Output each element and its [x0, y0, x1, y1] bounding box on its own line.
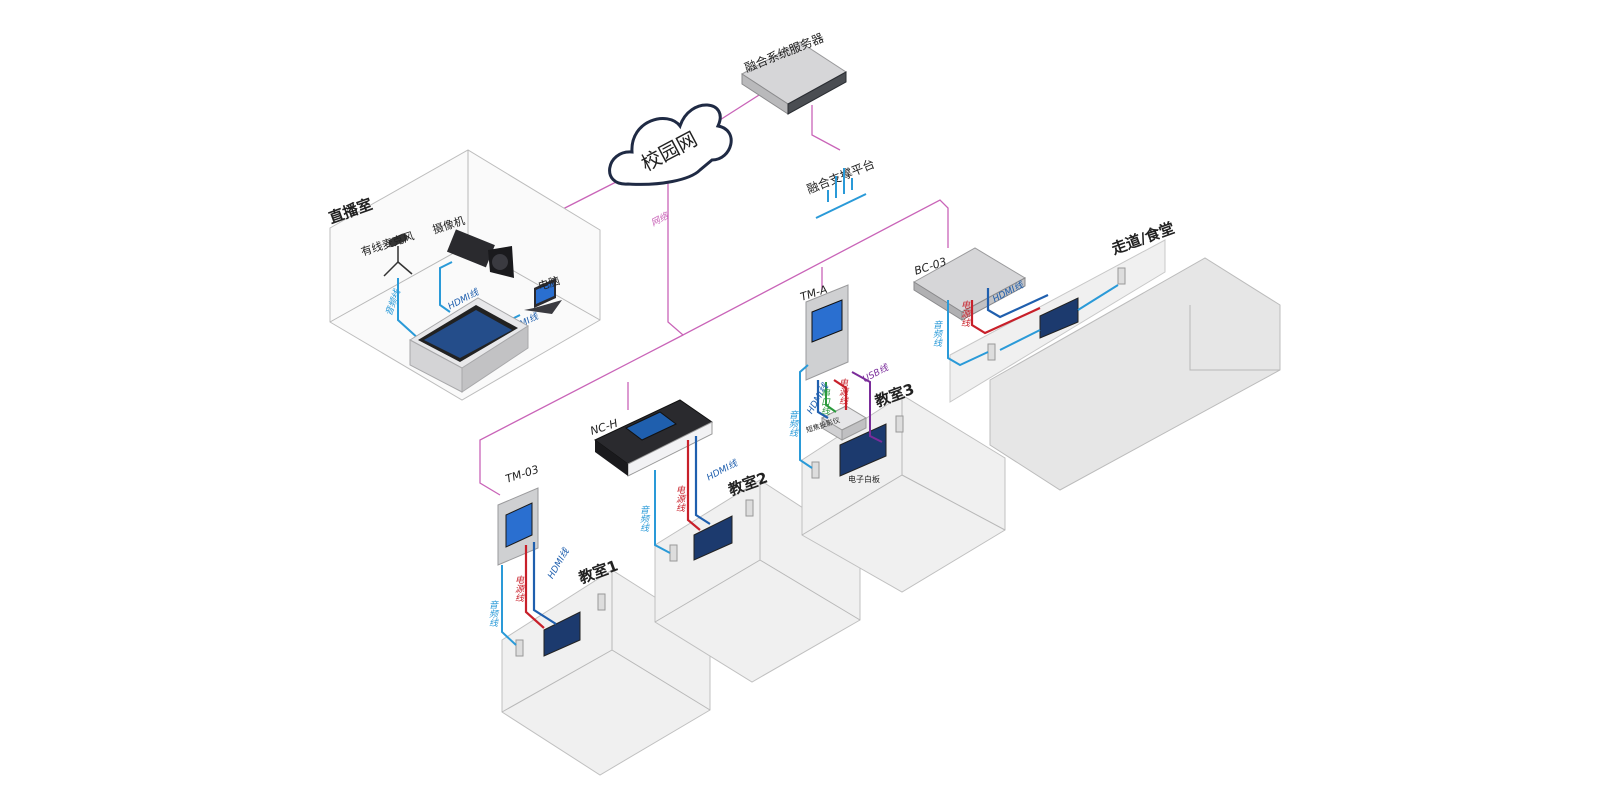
power-cable-label: 电源线	[513, 575, 524, 602]
power-cable	[524, 545, 545, 629]
platform-label: 融合支撑平台	[804, 156, 876, 197]
audio-cable	[947, 300, 989, 367]
power-cable-label: 电源线	[674, 485, 685, 512]
link-cloud-studio	[554, 179, 621, 214]
fusion-server: 融合系统服务器	[741, 30, 847, 115]
serial-cable-label: 串口线	[819, 388, 830, 415]
power-cable-label: 电源线	[837, 378, 848, 405]
projector	[820, 405, 868, 441]
hallway-canteen: 走道/食堂	[949, 219, 1281, 491]
speaker-icon	[987, 343, 996, 361]
fusion-platform: 融合支撑平台	[804, 156, 877, 219]
hdmi-cable	[694, 436, 711, 525]
hdmi-cable	[986, 288, 1049, 319]
speaker-icon	[745, 499, 754, 517]
speaker-icon	[895, 415, 904, 433]
hdmi-cable-camera	[439, 261, 453, 313]
tm03-label: TM-03	[504, 463, 541, 486]
classroom-3: 教室3 电子白板	[801, 380, 1006, 593]
hdmi-cable	[532, 542, 557, 625]
speaker-icon	[515, 639, 524, 657]
device-tma: TM-A 音频线 HDMI线 串口线 电源线 USB线 短焦投影仪	[787, 283, 891, 469]
audio-cable-label: 音频线	[638, 505, 649, 532]
power-cable-label: 电源线	[959, 300, 970, 327]
tv-screen	[693, 515, 733, 561]
hdmi-cable-label: HDMI线	[546, 546, 573, 581]
studio-room: 直播室 有线麦克风 摄像机 电脑 音频线 HDMI线 HDMI线	[326, 149, 601, 401]
audio-cable	[397, 278, 421, 341]
power-cable	[970, 300, 1041, 335]
power-cable	[686, 440, 701, 531]
video-camera-icon	[446, 229, 514, 278]
link-tm03	[479, 334, 684, 496]
audio-cable-label: 音频线	[487, 600, 498, 627]
hdmi-cable	[816, 380, 829, 419]
speaker-icon	[669, 544, 678, 562]
link-backbone	[667, 180, 949, 336]
audio-cable	[799, 364, 813, 469]
campus-network-cloud: 校园网 网络	[608, 103, 733, 229]
tv-screen	[543, 611, 581, 657]
whiteboard-label: 电子白板	[848, 474, 880, 484]
usb-cable	[851, 371, 883, 443]
power-cable	[833, 379, 848, 410]
signal-bars-icon	[815, 168, 867, 219]
audio-cable	[501, 565, 517, 646]
audio-cable-label: 音频线	[787, 410, 798, 437]
pc-label: 电脑	[537, 274, 562, 293]
audio-cable	[654, 470, 671, 554]
speaker-icon	[1117, 267, 1126, 285]
serial-cable	[825, 382, 837, 413]
usb-cable-label: USB线	[861, 362, 891, 385]
wired-microphone-icon	[383, 233, 413, 277]
laptop-icon	[524, 278, 562, 314]
audio-cable	[1077, 284, 1119, 311]
audio-cable	[999, 329, 1041, 351]
broadcast-console	[409, 297, 529, 393]
audio-cable-label: 音频线	[931, 320, 942, 347]
speaker-icon	[811, 461, 820, 479]
link-server-platform	[811, 105, 841, 151]
speaker-icon	[597, 593, 606, 611]
